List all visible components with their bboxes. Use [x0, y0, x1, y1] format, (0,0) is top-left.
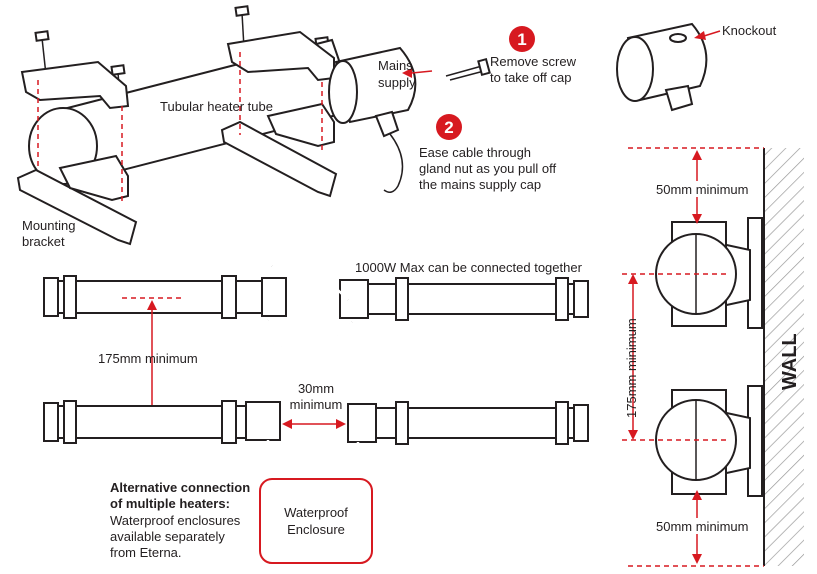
step-2-number: 2 — [444, 118, 453, 137]
knockout-hole — [669, 33, 687, 43]
step-2-line3: the mains supply cap — [419, 177, 541, 192]
mounting-clamp-right — [226, 30, 335, 82]
removed-screw-icon — [445, 57, 491, 81]
horizontal-gap-label-1: 30mm — [298, 381, 334, 396]
heater-tube — [344, 283, 578, 315]
heater-tube — [49, 405, 273, 439]
alt-title-line1: Alternative connection — [110, 480, 250, 495]
wall-heater-upper — [655, 217, 763, 329]
mains-label-line1: Mains — [378, 58, 413, 73]
supply-cable — [383, 133, 404, 193]
tube-label: Tubular heater tube — [160, 99, 273, 114]
top-clearance-label: 50mm minimum — [656, 182, 748, 197]
mounting-base-left — [16, 168, 138, 246]
lower-heater-row — [43, 400, 589, 486]
end-cap — [339, 279, 369, 319]
bracket-label-line2: bracket — [22, 234, 65, 249]
mounting-base-right — [220, 120, 338, 198]
wall-label: WALL — [779, 333, 801, 390]
end-cap — [347, 403, 377, 443]
end-cap — [261, 277, 287, 317]
alt-body-line3: from Eterna. — [110, 545, 182, 560]
upper-heater-row — [43, 249, 589, 352]
wall-hatching — [764, 148, 804, 566]
knockout-label: Knockout — [722, 23, 777, 38]
isometric-heater-assembly — [16, 5, 491, 246]
max-load-label: 1000W Max can be connected together — [355, 260, 583, 275]
gland-nut — [664, 84, 694, 112]
alt-body-line1: Waterproof enclosures — [110, 513, 241, 528]
step-1-badge: 1 — [509, 26, 535, 52]
mains-label-line2: supply — [378, 75, 416, 90]
step-2-line2: gland nut as you pull off — [419, 161, 556, 176]
clamp-lower-left — [58, 154, 129, 202]
step-1-line1: Remove screw — [490, 54, 577, 69]
waterproof-enclosure-box — [259, 478, 373, 564]
enclosure-label-2: Enclosure — [287, 522, 345, 537]
bottom-clearance-label: 50mm minimum — [656, 519, 748, 534]
step-1-number: 1 — [517, 30, 526, 49]
enclosure-label-1: Waterproof — [284, 505, 348, 520]
gland-nut — [374, 110, 400, 138]
step-2-badge: 2 — [436, 114, 462, 140]
wall-heater-lower — [655, 385, 763, 497]
bracket-label-line1: Mounting — [22, 218, 75, 233]
horizontal-gap-label-2: minimum — [290, 397, 343, 412]
wall-spacing-label: 175mm minimum — [624, 318, 639, 418]
step-1-line2: to take off cap — [490, 70, 571, 85]
heater-tube — [351, 407, 579, 439]
alt-body-line2: available separately — [110, 529, 225, 544]
knockout-cap-detail — [616, 22, 708, 112]
vertical-gap-label: 175mm minimum — [98, 351, 198, 366]
mounting-clamp-left — [20, 60, 130, 110]
step-2-line1: Ease cable through — [419, 145, 531, 160]
heater-tube — [49, 280, 281, 314]
end-cap — [245, 401, 281, 441]
alt-title-line2: of multiple heaters: — [110, 496, 230, 511]
